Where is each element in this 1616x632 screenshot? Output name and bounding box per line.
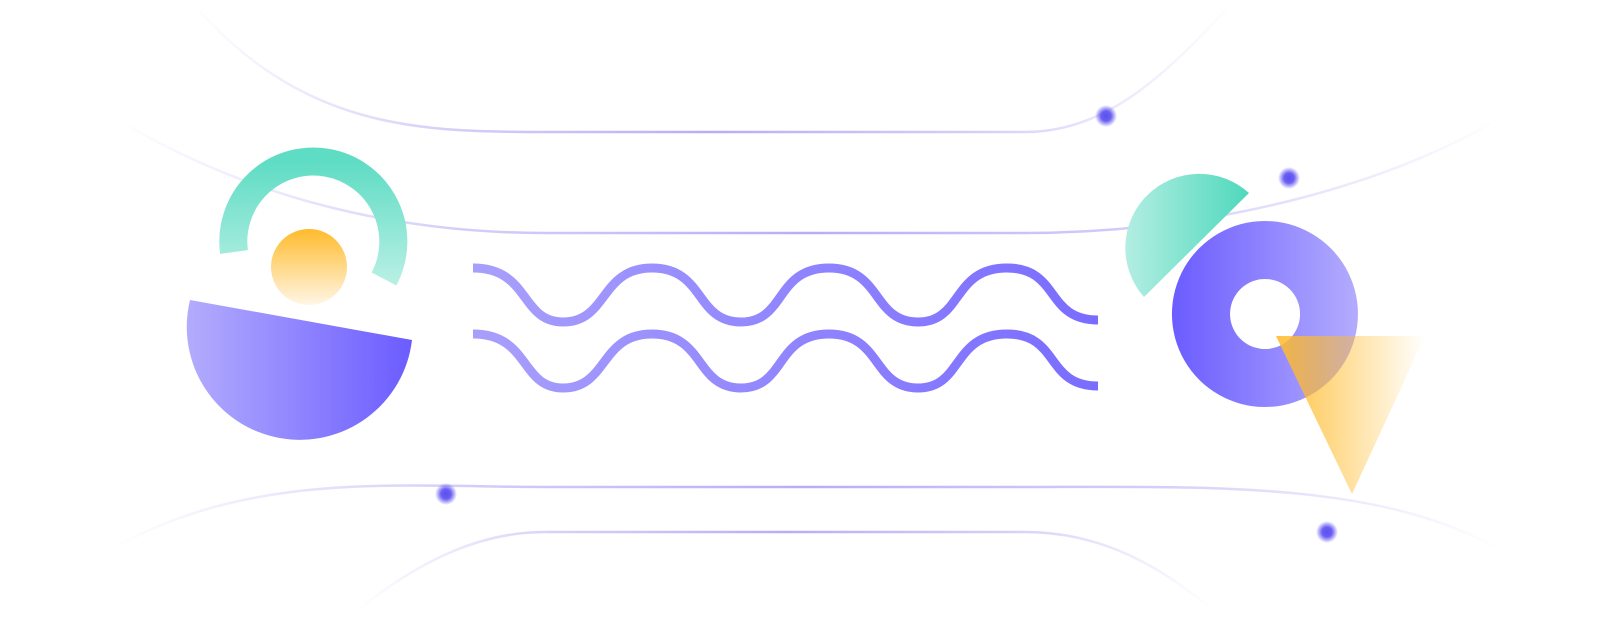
orange-circle-shape — [271, 229, 347, 305]
guide-curve-bottom — [354, 530, 1216, 613]
wave-line-bottom — [472, 329, 1099, 393]
dot — [435, 483, 457, 505]
purple-half-disc-shape — [186, 300, 412, 440]
dot — [1278, 167, 1300, 189]
guide-curve-lower — [109, 484, 1501, 552]
wave-line-top — [472, 263, 1099, 327]
dot — [1316, 521, 1338, 543]
green-arc-shape — [219, 147, 408, 286]
orange-triangle-shape — [1276, 336, 1425, 494]
green-half-disc-shape — [1125, 173, 1249, 297]
dot — [1095, 105, 1117, 127]
guide-curve-top — [189, 0, 1236, 134]
